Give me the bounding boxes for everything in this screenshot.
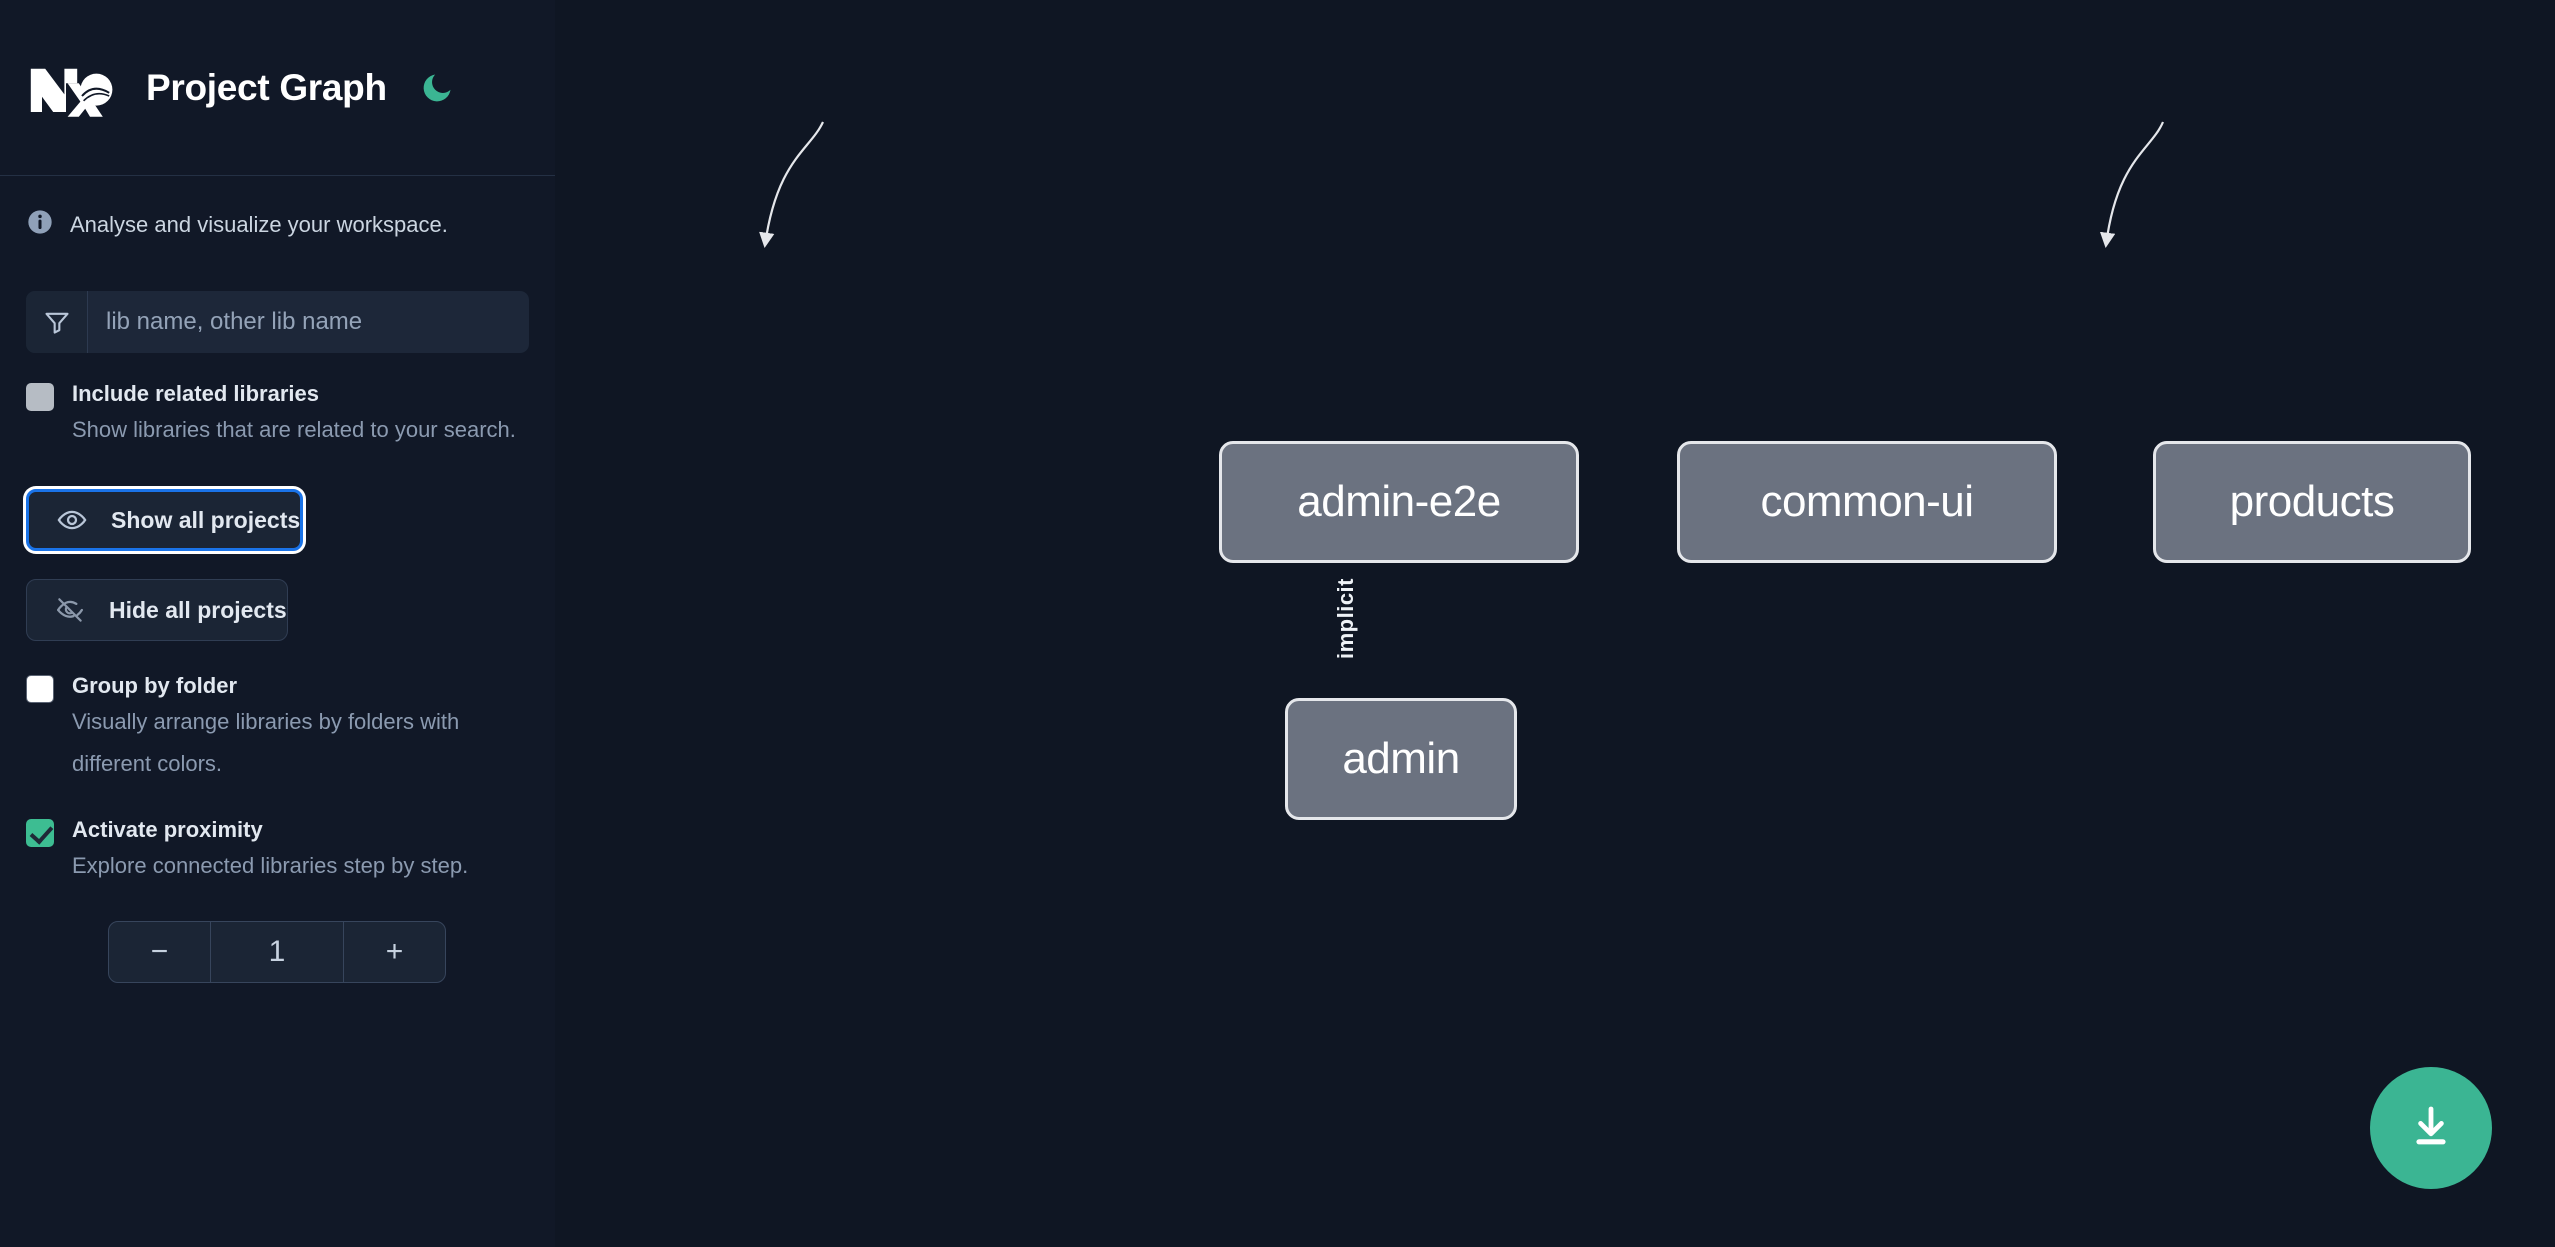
sidebar: Project Graph Analyse and visualize y	[0, 0, 555, 1247]
hide-all-projects-label: Hide all projects	[109, 596, 287, 623]
graph-node-admin-e2e[interactable]: admin-e2e	[1219, 441, 1579, 563]
download-icon	[2407, 1103, 2455, 1154]
header-divider	[0, 175, 555, 176]
download-graph-button[interactable]	[2370, 1067, 2492, 1189]
checkbox-activate-proximity-label: Activate proximity	[72, 817, 263, 842]
checkbox-include-related-libraries-label: Include related libraries	[72, 381, 319, 406]
graph-node-label: products	[2229, 477, 2395, 526]
checkbox-group-by-folder-label: Group by folder	[72, 673, 237, 698]
proximity-value: 1	[268, 935, 286, 968]
proximity-decrement-button[interactable]: −	[109, 922, 211, 982]
search-input[interactable]	[88, 291, 529, 353]
graph-node-label: admin-e2e	[1297, 477, 1501, 526]
sidebar-header: Project Graph	[0, 0, 555, 175]
checkbox-include-related-libraries-desc: Show libraries that are related to your …	[72, 417, 516, 442]
checkbox-group-by-folder-desc: Visually arrange libraries by folders wi…	[72, 709, 460, 776]
graph-node-common-ui[interactable]: common-ui	[1677, 441, 2057, 563]
proximity-stepper[interactable]: − 1 +	[108, 921, 446, 983]
show-all-projects-label: Show all projects	[111, 506, 301, 533]
graph-node-label: common-ui	[1760, 477, 1974, 526]
checkbox-include-related-libraries[interactable]: Include related libraries Show libraries…	[0, 353, 555, 451]
workspace-info-text: Analyse and visualize your workspace.	[70, 211, 448, 237]
show-all-projects-button[interactable]: Show all projects	[26, 489, 304, 551]
moon-icon[interactable]	[417, 68, 457, 108]
checkbox-activate-proximity-box[interactable]	[26, 819, 54, 847]
eye-off-icon	[53, 593, 87, 627]
page-title: Project Graph	[146, 66, 387, 108]
graph-edge-label-admin: implicit	[1333, 578, 1358, 660]
checkbox-group-by-folder-box[interactable]	[26, 675, 54, 703]
checkbox-activate-proximity-desc: Explore connected libraries step by step…	[72, 853, 469, 878]
checkbox-activate-proximity[interactable]: Activate proximity Explore connected lib…	[0, 785, 555, 887]
nx-logo	[26, 59, 122, 117]
hide-all-projects-button[interactable]: Hide all projects	[26, 579, 288, 641]
graph-node-products[interactable]: products	[2153, 441, 2471, 563]
workspace-info: Analyse and visualize your workspace.	[0, 176, 555, 271]
search-field[interactable]	[26, 291, 529, 353]
filter-icon	[26, 291, 88, 353]
proximity-increment-button[interactable]: +	[343, 922, 445, 982]
eye-icon	[55, 503, 89, 537]
graph-node-label: admin	[1342, 734, 1460, 783]
graph-canvas[interactable]: admin-e2e common-ui products store-e2e a…	[555, 0, 2555, 1247]
graph-edges	[759, 121, 2165, 249]
checkbox-group-by-folder[interactable]: Group by folder Visually arrange librari…	[0, 641, 555, 785]
checkbox-include-related-libraries-box[interactable]	[26, 383, 54, 411]
info-icon	[26, 208, 54, 241]
graph-node-admin[interactable]: admin	[1285, 698, 1517, 820]
